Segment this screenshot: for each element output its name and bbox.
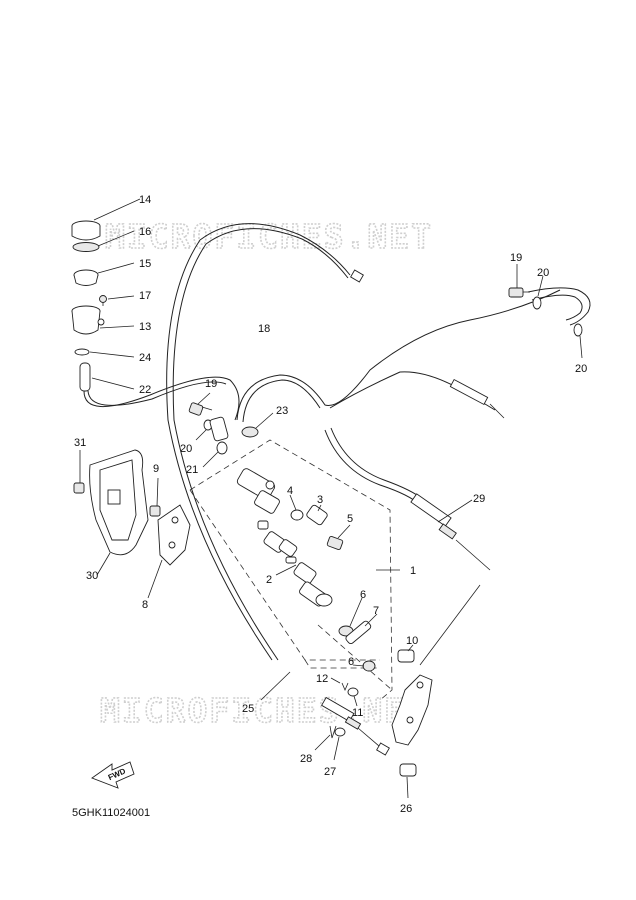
callout-label: 29: [473, 493, 485, 505]
master-cylinder-body: [236, 468, 280, 514]
reservoir-hose-short: [79, 362, 91, 392]
banjo-bolt-19-upper: [508, 287, 530, 298]
callout-label: 20: [537, 267, 549, 279]
callout-label: 9: [153, 463, 159, 475]
callout-label: 2: [266, 574, 272, 586]
push-rod-7: [345, 620, 372, 645]
bracket-8: [157, 504, 191, 566]
callout-label: 17: [139, 290, 151, 302]
hose-clip: [74, 348, 90, 356]
callout-label: 20: [575, 363, 587, 375]
clevis-arm: [391, 674, 433, 746]
callout-label: 28: [300, 753, 312, 765]
callout-label: 19: [205, 378, 217, 390]
callout-label: 31: [74, 437, 86, 449]
callout-label: 6: [348, 656, 354, 668]
washer-21: [216, 441, 228, 455]
pin-10: [397, 649, 415, 663]
washer-11: [347, 687, 359, 697]
callout-label: 26: [400, 803, 412, 815]
fwd-arrow-icon: FWD: [91, 761, 135, 789]
cable-adjuster-upper-right: [449, 378, 505, 419]
callout-label: 3: [317, 494, 323, 506]
callout-label: 10: [406, 635, 418, 647]
callout-label: 27: [324, 766, 336, 778]
callout-label: 21: [186, 464, 198, 476]
hose-clamp-23: [241, 426, 259, 438]
callout-label: 5: [347, 513, 353, 525]
reservoir-cap: [71, 220, 101, 241]
master-cylinder-cover-30: [89, 449, 149, 556]
callout-label: 19: [510, 252, 522, 264]
bolt-9: [149, 505, 161, 517]
cable-end-upper: [350, 269, 364, 283]
callout-label: 23: [276, 405, 288, 417]
drawing-code: 5GHK11024001: [72, 807, 150, 819]
callout-label: 11: [352, 707, 363, 719]
washer-20-upper-right: [573, 323, 583, 337]
cable-end-lower: [321, 696, 390, 756]
callout-label: 18: [258, 323, 270, 335]
callout-label: 14: [139, 194, 151, 206]
callout-label: 8: [142, 599, 148, 611]
watermark-top: MICROFICHES.NET: [105, 217, 433, 256]
callout-label: 15: [139, 258, 151, 270]
callout-label: 24: [139, 352, 151, 364]
washer-20-upper-left: [532, 296, 542, 310]
callout-label: 30: [86, 570, 98, 582]
callout-label: 22: [139, 384, 151, 396]
callout-label: 16: [139, 226, 151, 238]
callout-label: 20: [180, 443, 192, 455]
union-bolt-21: [209, 416, 229, 442]
callout-label: 12: [316, 673, 328, 685]
rear-brake-hose-fitting: [410, 493, 491, 571]
callout-label: 13: [139, 321, 151, 333]
cotter-pin-28: [329, 725, 337, 739]
reservoir-tank: [71, 305, 105, 335]
pin-26: [399, 763, 417, 777]
piston-kit: [257, 520, 333, 607]
bolt-5: [326, 536, 344, 550]
callout-label: 6: [360, 589, 366, 601]
watermark-bottom: MICROFICHES.NET: [100, 691, 428, 730]
washer-27: [334, 727, 346, 737]
callout-label: 4: [287, 485, 293, 497]
reservoir-diaphragm: [73, 269, 99, 286]
nut-6-lower: [362, 660, 376, 672]
banjo-bolt-19-left: [188, 402, 213, 416]
callout-label: 7: [373, 605, 379, 617]
callout-label: 25: [242, 703, 254, 715]
screw-17: [99, 295, 107, 306]
o-ring-4: [290, 509, 304, 521]
callout-label: 1: [410, 565, 416, 577]
bolt-31: [73, 482, 85, 494]
banjo-union-3: [306, 504, 328, 526]
reservoir-diaphragm-plate: [72, 242, 100, 252]
cotter-pin-12: [341, 682, 349, 692]
